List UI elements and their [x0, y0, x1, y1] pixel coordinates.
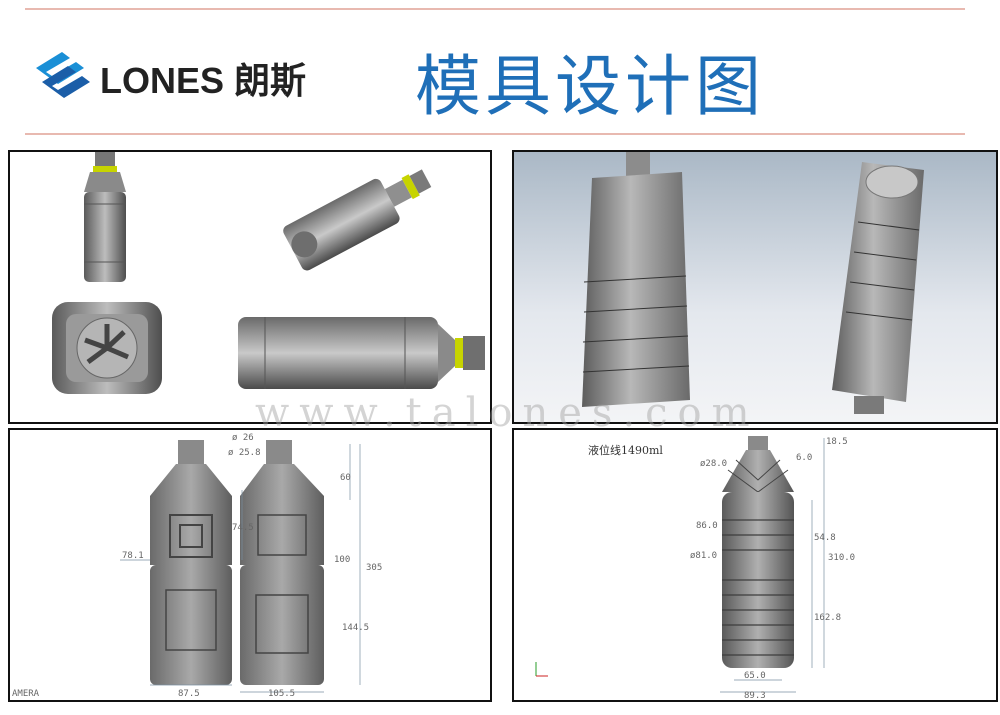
panel-drawing-b: 液位线1490ml ø28.0 86.0 ø81.0 54.8 310.0 16…	[512, 428, 998, 702]
dim-shoulder: 60	[340, 473, 351, 483]
title-box: 模具设计图	[370, 25, 810, 125]
dim-upper-height: 54.8	[814, 533, 836, 543]
bottle-views-drawing	[52, 152, 485, 394]
camera-label: AMERA	[12, 689, 40, 699]
dim-neck-dia: ø28.0	[700, 459, 727, 469]
logo-mark-icon	[36, 52, 90, 98]
dim-width-a: 87.5	[178, 689, 200, 699]
brand-logo: LONES 朗斯	[28, 38, 328, 108]
dim-base: 65.0	[744, 671, 766, 681]
panel-drawing-a: ø 26 ø 25.8 60 74.5 78.1 100 305 144.5 8…	[8, 428, 492, 702]
bottle-b-drawing: ø28.0 86.0 ø81.0 54.8 310.0 162.8 65.0 8…	[535, 436, 855, 700]
top-rule	[25, 8, 965, 10]
dim-lower: 144.5	[342, 623, 369, 633]
bottle-a-drawing: ø 26 ø 25.8 60 74.5 78.1 100 305 144.5 8…	[12, 433, 382, 699]
dim-upper: 74.5	[232, 523, 254, 533]
dim-neck-height: 6.0	[796, 453, 812, 463]
dim-finish-height: 18.5	[826, 437, 848, 447]
dim-shoulder-dia: 86.0	[696, 521, 718, 531]
header-rule	[25, 133, 965, 135]
dim-lower-height: 162.8	[814, 613, 841, 623]
panel-3d-render	[512, 150, 998, 424]
panel-views	[8, 150, 492, 424]
dim-width-b: 105.5	[268, 689, 295, 699]
bottle-3d-drawing	[582, 152, 924, 414]
dim-mid: 100	[334, 555, 350, 565]
page-title: 模具设计图	[415, 48, 765, 125]
dim-width: 89.3	[744, 691, 766, 700]
axis-icon	[535, 662, 548, 677]
dim-neck-inner: ø 25.8	[228, 448, 261, 458]
brand-name: LONES 朗斯	[100, 60, 307, 101]
dim-neck: ø 26	[232, 433, 254, 443]
watermark: www.talones.com	[255, 390, 760, 436]
dim-height: 305	[366, 563, 382, 573]
fill-line-note: 液位线1490ml	[588, 444, 663, 457]
dim-width-upper: 78.1	[122, 551, 144, 561]
dim-body-dia: ø81.0	[690, 551, 717, 561]
dim-total-height: 310.0	[828, 553, 855, 563]
